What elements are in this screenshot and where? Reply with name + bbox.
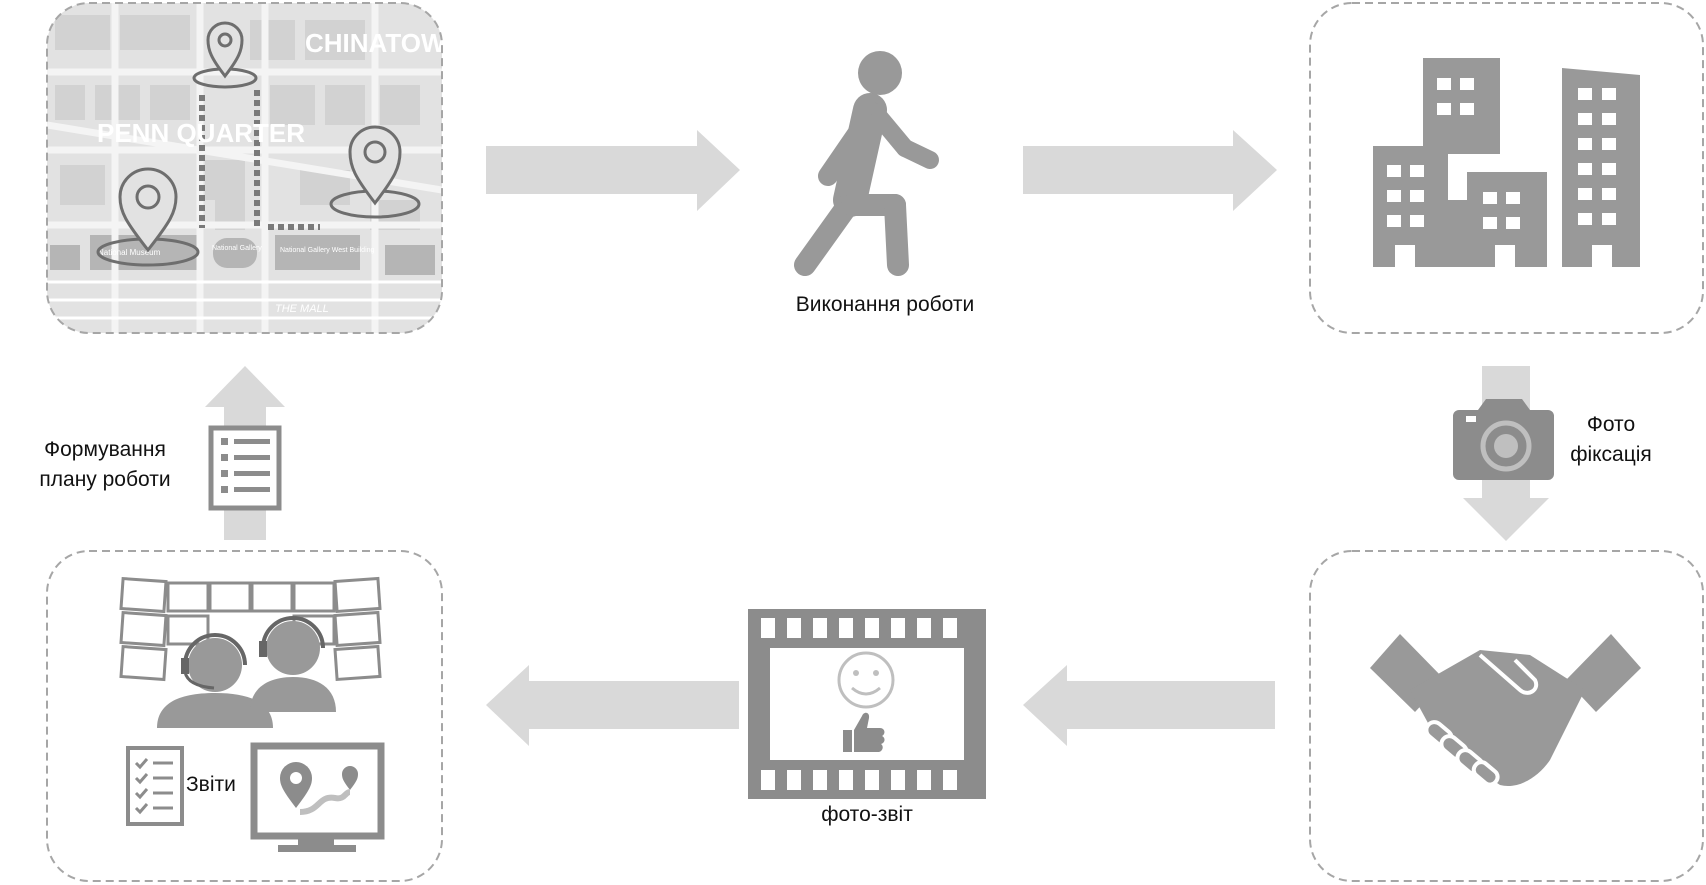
map-label-the-mall: THE MALL xyxy=(275,303,329,315)
walking-person-icon xyxy=(794,51,939,276)
map-box-border xyxy=(46,2,443,334)
label-work-execution-wrap: Виконання роботи xyxy=(795,293,975,316)
label-photo-report-wrap: фото-звіт xyxy=(821,803,913,826)
label-reports-wrap: Звіти xyxy=(186,773,236,796)
label-plan-line1: Формування xyxy=(44,438,166,461)
film-strip-icon xyxy=(748,609,986,799)
label-photo-report: фото-звіт xyxy=(821,803,913,826)
map-label-penn-quarter: PENN QUARTER xyxy=(97,118,305,148)
label-photo-wrap: Фото фіксація xyxy=(1570,413,1652,466)
map-label-chinatown: CHINATOWN xyxy=(305,28,464,58)
arrow-right-1 xyxy=(486,130,740,211)
label-plan-wrap: Формування плану роботи xyxy=(39,438,171,491)
buildings-icon xyxy=(1373,58,1640,267)
arrow-left-2 xyxy=(486,665,739,746)
smiley-icon xyxy=(837,651,895,709)
map-label-museum: National Museum xyxy=(98,248,161,257)
label-work-execution: Виконання роботи xyxy=(795,293,975,316)
video-wall-icon xyxy=(119,576,382,682)
location-pin-icon xyxy=(96,167,200,267)
operator-icon xyxy=(250,616,336,712)
camera-icon xyxy=(1453,399,1554,480)
label-photo-line2: фіксація xyxy=(1570,443,1652,466)
map-image: CHINATOWN PENN QUARTER THE MALL National… xyxy=(47,3,464,333)
monitor-map-icon xyxy=(250,742,385,852)
arrow-right-2 xyxy=(1023,130,1277,211)
map-box: CHINATOWN PENN QUARTER THE MALL National… xyxy=(46,2,464,334)
map-label-gallery-west: National Gallery West Building xyxy=(280,247,375,254)
thumbs-up-icon xyxy=(843,712,885,752)
label-reports: Звіти xyxy=(186,773,236,796)
location-pin-icon xyxy=(329,125,421,219)
handshake-box xyxy=(1309,550,1704,882)
location-pin-icon xyxy=(192,21,258,89)
map-label-gallery: National Gallery xyxy=(212,245,262,252)
buildings-box xyxy=(1309,2,1704,334)
operator-icon xyxy=(157,633,273,728)
checklist-icon xyxy=(126,746,184,826)
arrow-left-1 xyxy=(1023,665,1275,746)
plan-document-icon xyxy=(208,425,282,511)
control-room-box xyxy=(46,550,443,882)
handshake-icon xyxy=(1370,634,1641,787)
label-photo-line1: Фото xyxy=(1586,413,1636,436)
label-plan-line2: плану роботи xyxy=(39,468,171,491)
